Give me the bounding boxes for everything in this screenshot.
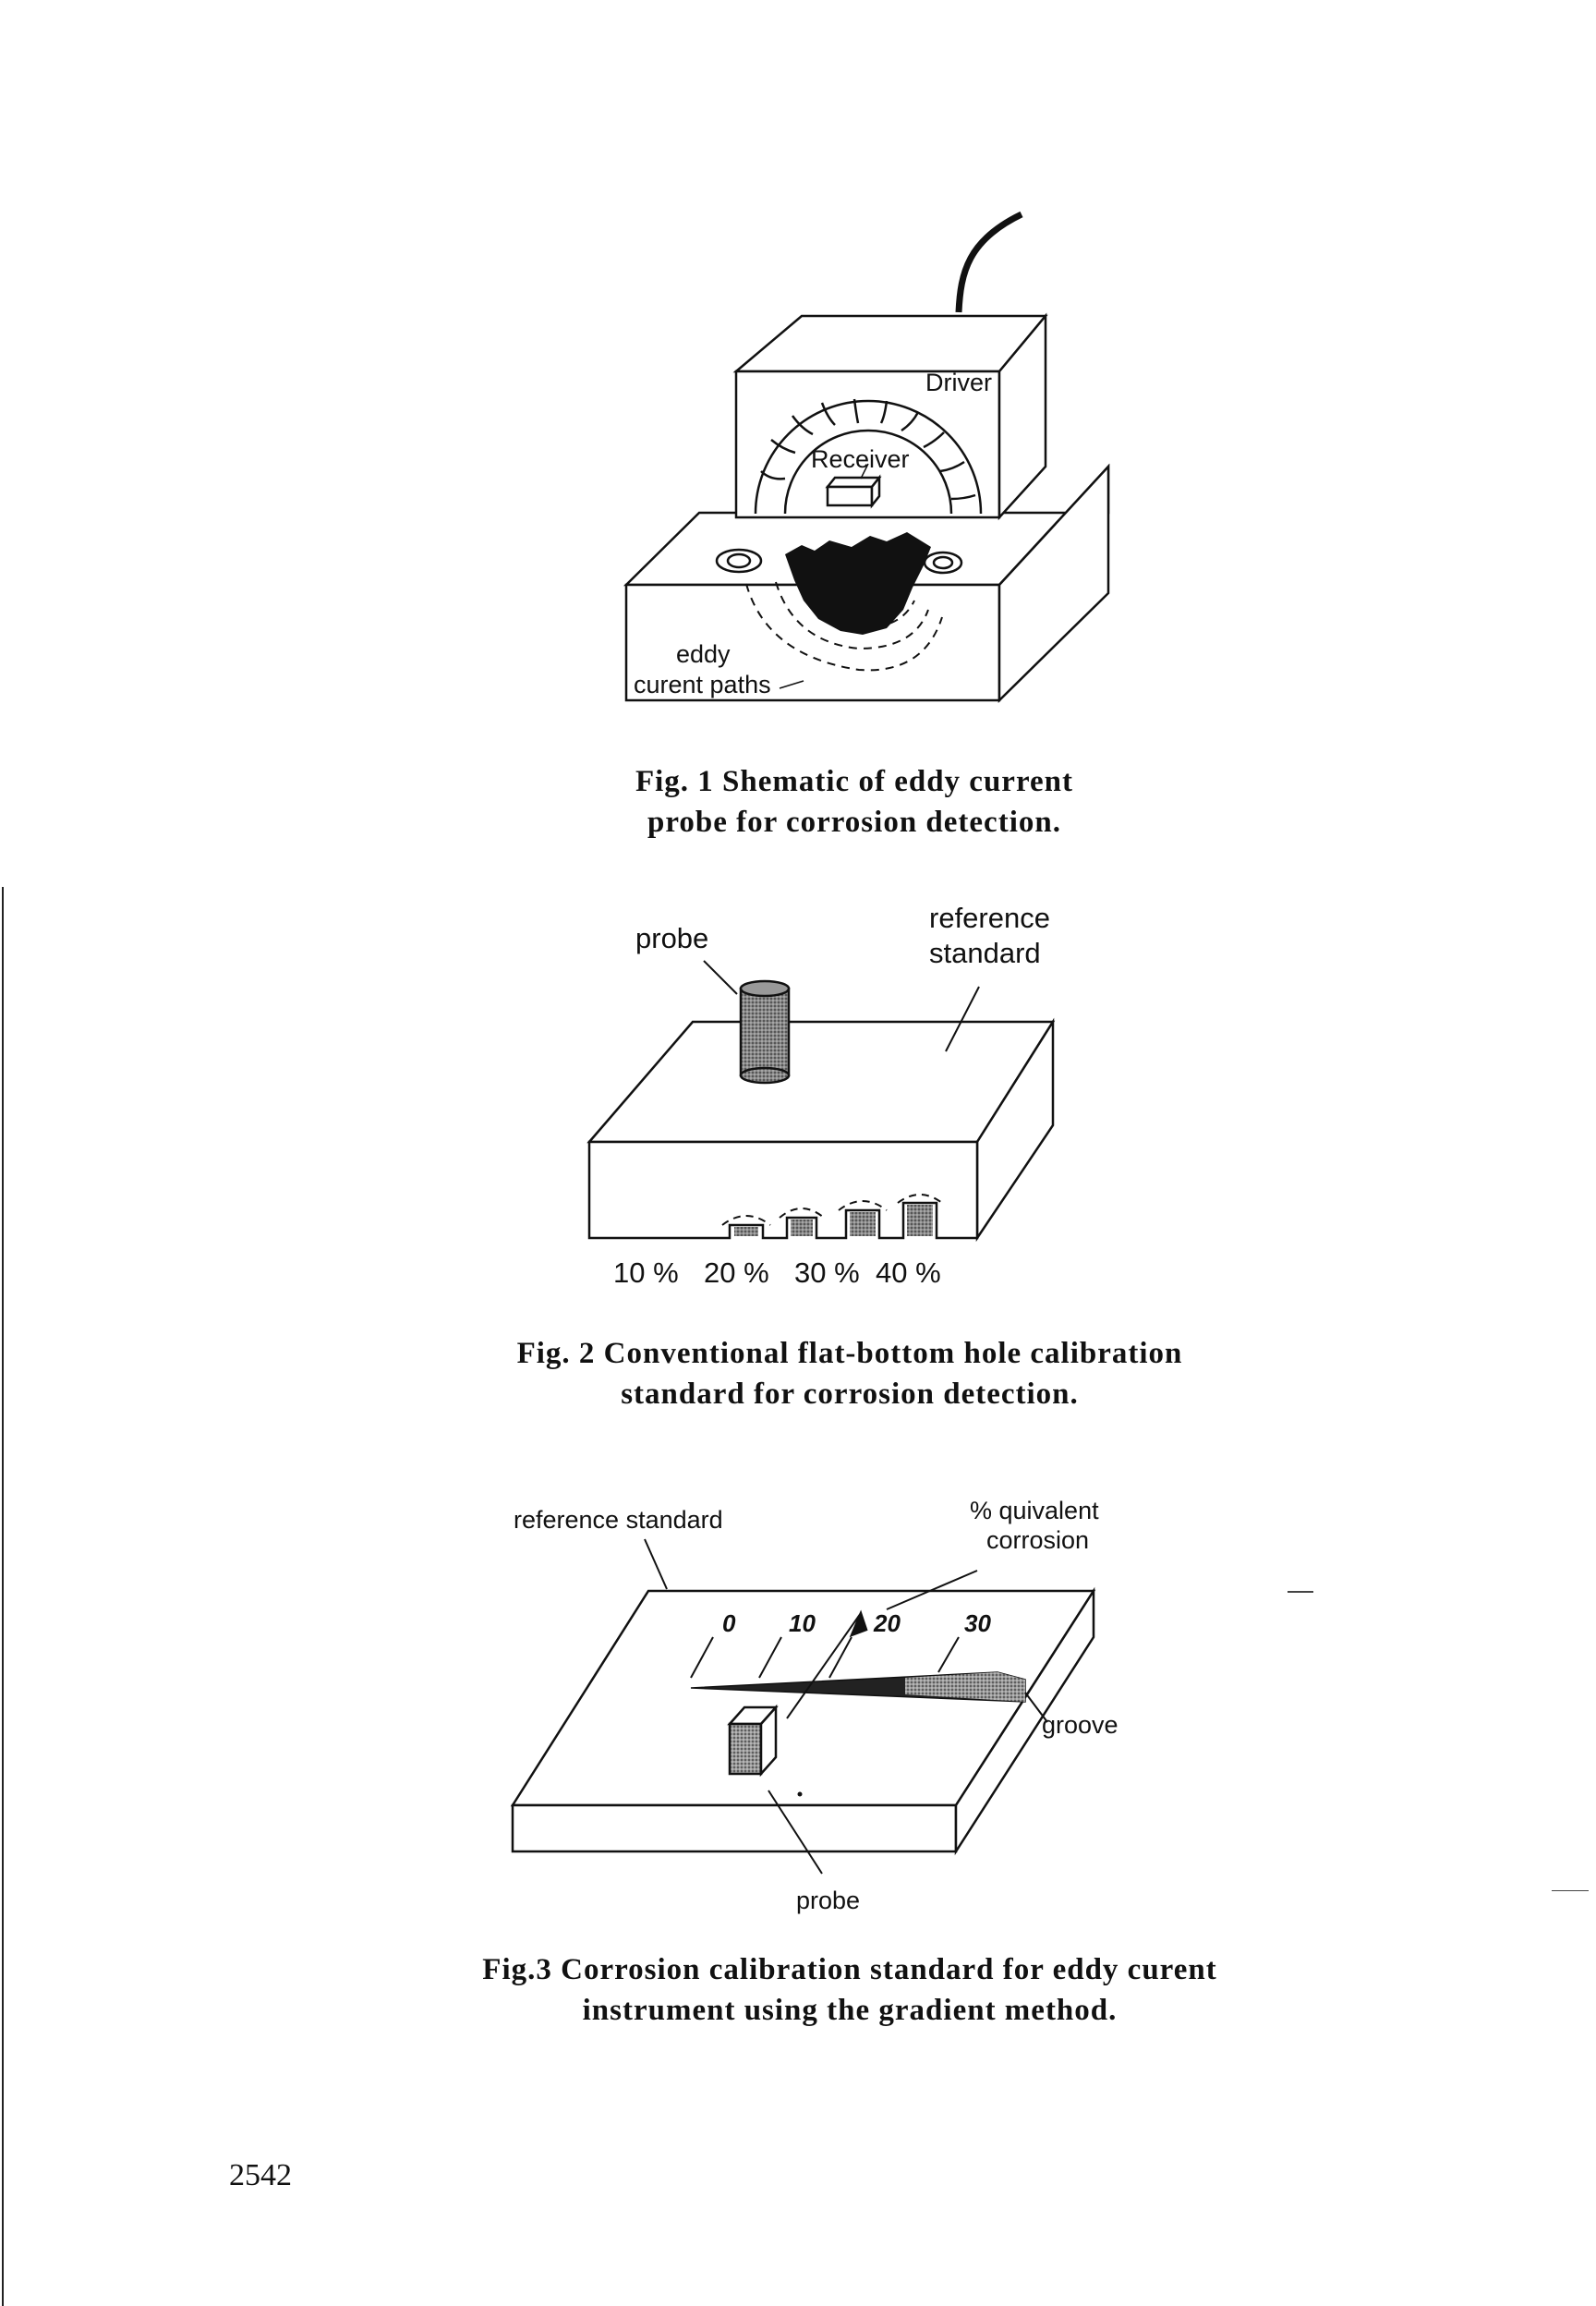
hole-label: 40 % [876, 1256, 941, 1289]
probe-box-top [732, 314, 1048, 373]
scale-label: 20 [873, 1609, 901, 1637]
equivalent-corrosion-label-line-1: % quivalent [970, 1497, 1099, 1524]
figure-1-eddy-probe-schematic: Driver Receiver eddy curent paths [623, 211, 1110, 703]
scale-label: 0 [722, 1609, 736, 1637]
scale-labels: 0 10 20 30 [722, 1609, 991, 1637]
standard-top [586, 1020, 1056, 1144]
probe-label: probe [796, 1887, 860, 1914]
caption-line: Fig. 1 Shematic of eddy current [635, 765, 1073, 798]
probe-label: probe [635, 922, 708, 954]
caption-line: Fig.3 Corrosion calibration standard for… [482, 1953, 1217, 1986]
receiver-front [826, 485, 874, 507]
page-number: 2542 [229, 2158, 292, 2192]
probe-block [727, 1704, 779, 1778]
figure-2-caption: Fig. 2 Conventional flat-bottom hole cal… [462, 1333, 1238, 1414]
figure-3-gradient-standard: 0 10 20 30 reference standard % quivalen… [510, 1497, 1118, 1914]
scan-artifact-mark [1288, 1591, 1313, 1593]
caption-line: Fig. 2 Conventional flat-bottom hole cal… [516, 1337, 1183, 1370]
standard-side [954, 1586, 1095, 1856]
corrosion-pit [785, 532, 931, 635]
standard-front [511, 1803, 958, 1853]
caption-line: standard for corrosion detection. [621, 1378, 1079, 1411]
reference-label-line-2: standard [929, 937, 1041, 969]
hole-depth-labels: 10 % 20 % 30 % 40 % [613, 1256, 941, 1289]
scale-label: 30 [964, 1609, 991, 1637]
scan-edge-line [2, 887, 4, 2306]
probe-cylinder [739, 979, 791, 1085]
caption-line: instrument using the gradient method. [582, 1994, 1118, 2027]
reference-standard-label: reference standard [514, 1506, 723, 1534]
eddy-current-paths [745, 576, 943, 672]
standard-front [587, 1140, 979, 1240]
driver-coil [754, 398, 983, 515]
scale-label: 10 [789, 1609, 816, 1637]
groove-label: groove [1042, 1711, 1118, 1739]
probe-box-side [998, 312, 1047, 521]
receiver-label: Receiver [811, 445, 910, 473]
eddy-label-line-1: eddy [676, 640, 731, 668]
reference-label-line-1: reference [929, 902, 1050, 934]
probe-cable [955, 211, 1023, 313]
figure-2-flat-bottom-hole-standard: probe reference standard 10 % 20 % 30 % … [586, 902, 1056, 1289]
scan-artifact-mark [1552, 1890, 1589, 1891]
hole-label: 30 % [794, 1256, 860, 1289]
caption-line: probe for corrosion detection. [647, 806, 1061, 839]
eddy-label-line-2: curent paths [634, 671, 771, 698]
scale-ticks [690, 1636, 960, 1679]
driver-label: Driver [925, 369, 992, 396]
figure-1-caption: Fig. 1 Shematic of eddy current probe fo… [517, 761, 1191, 843]
hole-label: 10 % [613, 1256, 679, 1289]
figure-3-caption: Fig.3 Corrosion calibration standard for… [434, 1949, 1265, 2031]
equivalent-corrosion-label-line-2: corrosion [986, 1526, 1089, 1554]
specimen-block-side [998, 463, 1110, 703]
hole-label: 20 % [704, 1256, 769, 1289]
